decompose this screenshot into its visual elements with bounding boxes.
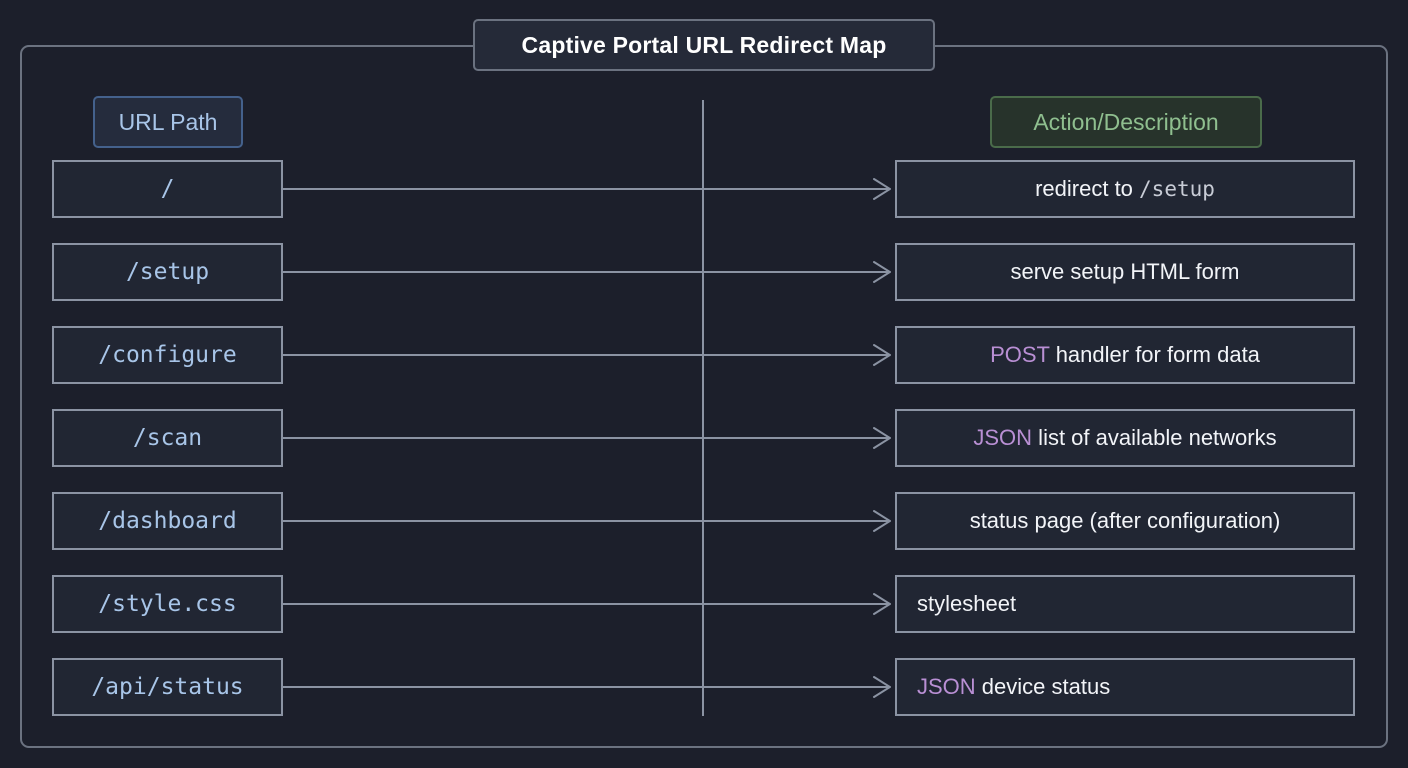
desc-segment-keyword: JSON: [917, 674, 976, 699]
desc-segment-plain: stylesheet: [917, 591, 1017, 616]
diagram-row: /setup serve setup HTML form: [0, 243, 1408, 301]
url-path-box[interactable]: /style.css: [52, 575, 283, 633]
diagram-row: /style.css stylesheet: [0, 575, 1408, 633]
action-description-box[interactable]: status page (after configuration): [895, 492, 1355, 550]
connector-arrow: [283, 510, 891, 532]
action-description-text: stylesheet: [917, 591, 1016, 617]
action-description-text: POST handler for form data: [990, 342, 1260, 368]
action-description-text: serve setup HTML form: [1010, 259, 1239, 285]
desc-segment-mono: /setup: [1139, 177, 1215, 201]
connector-arrow: [283, 676, 891, 698]
action-description-text: JSON device status: [917, 674, 1110, 700]
url-path-box[interactable]: /configure: [52, 326, 283, 384]
diagram-row: / redirect to /setup: [0, 160, 1408, 218]
connector-arrow: [283, 427, 891, 449]
action-description-text: redirect to /setup: [1035, 176, 1215, 202]
diagram-title: Captive Portal URL Redirect Map: [473, 19, 935, 71]
desc-segment-plain: handler for form data: [1049, 342, 1260, 367]
desc-segment-plain: list of available networks: [1032, 425, 1277, 450]
action-description-box[interactable]: JSON device status: [895, 658, 1355, 716]
action-description-text: JSON list of available networks: [973, 425, 1276, 451]
action-description-text: status page (after configuration): [970, 508, 1281, 534]
column-header-action-description: Action/Description: [990, 96, 1262, 148]
diagram-frame: [20, 45, 1388, 748]
action-description-box[interactable]: serve setup HTML form: [895, 243, 1355, 301]
url-path-box[interactable]: /dashboard: [52, 492, 283, 550]
desc-segment-keyword: POST: [990, 342, 1050, 367]
connector-arrow: [283, 261, 891, 283]
diagram-row: /api/status JSON device status: [0, 658, 1408, 716]
desc-segment-plain: device status: [975, 674, 1111, 699]
diagram-row: /configure POST handler for form data: [0, 326, 1408, 384]
action-description-box[interactable]: stylesheet: [895, 575, 1355, 633]
desc-segment-plain: redirect to: [1035, 176, 1140, 201]
url-path-box[interactable]: /scan: [52, 409, 283, 467]
connector-arrow: [283, 593, 891, 615]
desc-segment-plain: status page (after configuration): [969, 508, 1281, 533]
url-path-box[interactable]: /api/status: [52, 658, 283, 716]
diagram-row: /dashboard status page (after configurati…: [0, 492, 1408, 550]
center-divider-line: [702, 100, 704, 716]
action-description-box[interactable]: JSON list of available networks: [895, 409, 1355, 467]
action-description-box[interactable]: POST handler for form data: [895, 326, 1355, 384]
connector-arrow: [283, 178, 891, 200]
desc-segment-keyword: JSON: [973, 425, 1033, 450]
diagram-row: /scan JSON list of available networks: [0, 409, 1408, 467]
connector-arrow: [283, 344, 891, 366]
url-path-box[interactable]: /setup: [52, 243, 283, 301]
action-description-box[interactable]: redirect to /setup: [895, 160, 1355, 218]
url-path-box[interactable]: /: [52, 160, 283, 218]
desc-segment-plain: serve setup HTML form: [1010, 259, 1240, 284]
column-header-url-path: URL Path: [93, 96, 243, 148]
